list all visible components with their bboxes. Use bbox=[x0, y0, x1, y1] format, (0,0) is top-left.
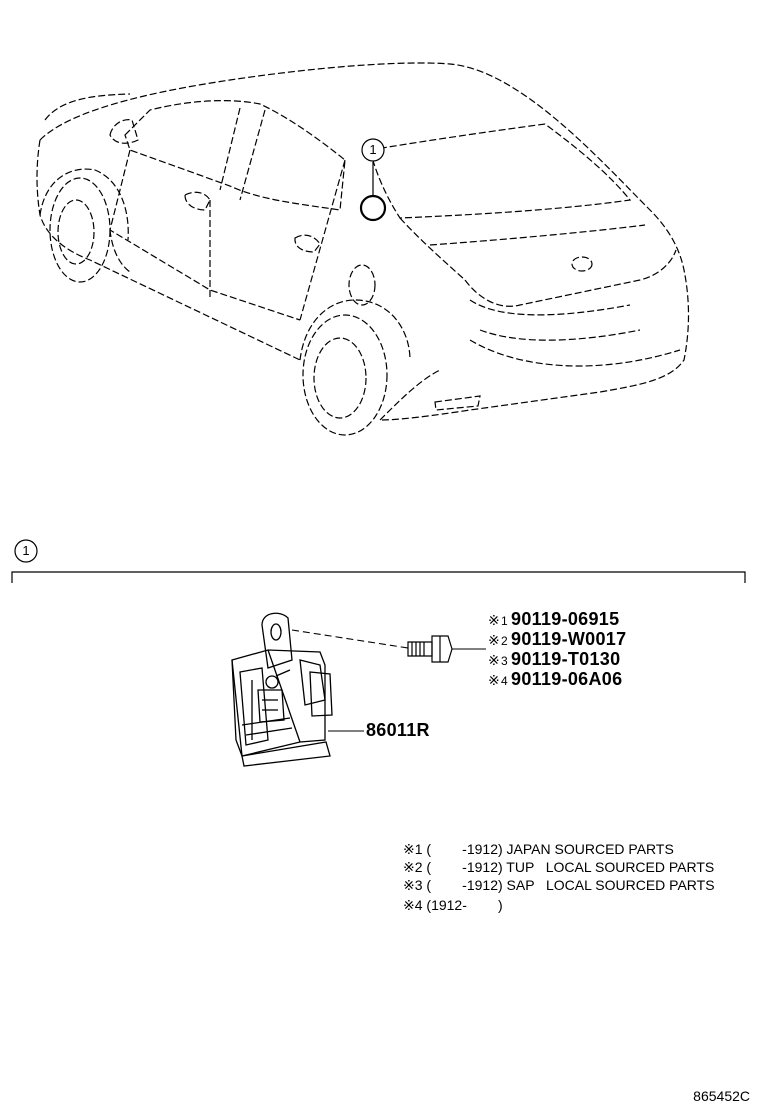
note-line-2: ※2 ( -1912) TUP LOCAL SOURCED PARTS bbox=[403, 859, 715, 875]
callout-circle bbox=[361, 138, 385, 162]
note-line-1: ※1 ( -1912) JAPAN SOURCED PARTS bbox=[403, 841, 674, 857]
target-location-circle bbox=[359, 194, 387, 222]
callout-number: 1 bbox=[369, 142, 377, 157]
note-line-3: ※3 ( -1912) SAP LOCAL SOURCED PARTS bbox=[403, 877, 715, 893]
diagram-id: 865452C bbox=[693, 1088, 750, 1104]
note-line-4: ※4 (1912- ) bbox=[403, 897, 503, 913]
module-part-label: 86011R bbox=[366, 720, 430, 740]
section-number: 1 bbox=[22, 543, 30, 558]
